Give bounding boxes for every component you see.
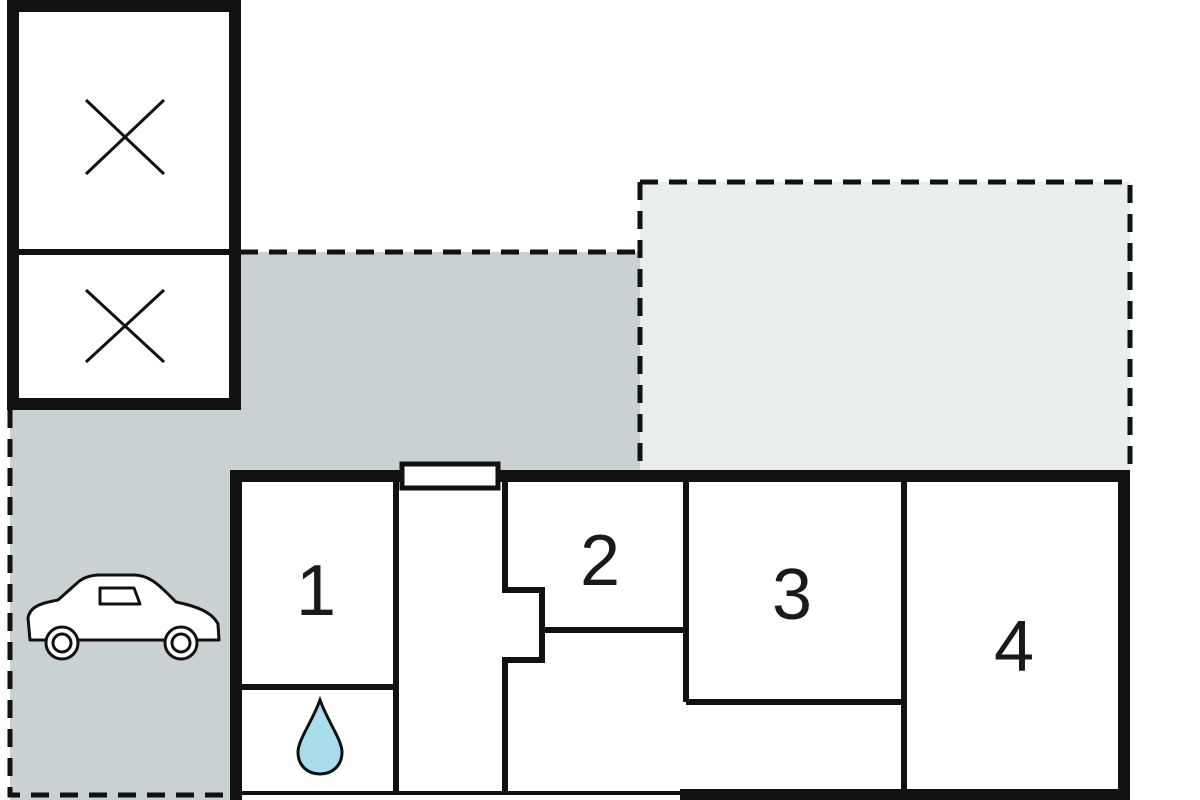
- room-3-label: 3: [772, 555, 812, 635]
- interior-walls: [240, 482, 907, 793]
- water-drop-icon: [296, 695, 344, 776]
- room-1-label: 1: [296, 551, 336, 631]
- house-structure: 1 2 3 4: [230, 461, 1130, 800]
- cross-marker-icon: [84, 98, 166, 176]
- cross-marker-icon: [84, 288, 166, 364]
- parking-area: [10, 252, 640, 800]
- shed-outline: [7, 0, 241, 410]
- room-4-label: 4: [994, 607, 1034, 687]
- room-2-label: 2: [580, 521, 620, 601]
- car-icon: [26, 573, 221, 661]
- dashed-boundaries: [7, 179, 1133, 798]
- window: [399, 461, 501, 491]
- exterior-walls: [230, 470, 1130, 800]
- house-interior: [236, 476, 1124, 800]
- shed-structure: [7, 0, 241, 410]
- terrace-area: [640, 182, 1130, 472]
